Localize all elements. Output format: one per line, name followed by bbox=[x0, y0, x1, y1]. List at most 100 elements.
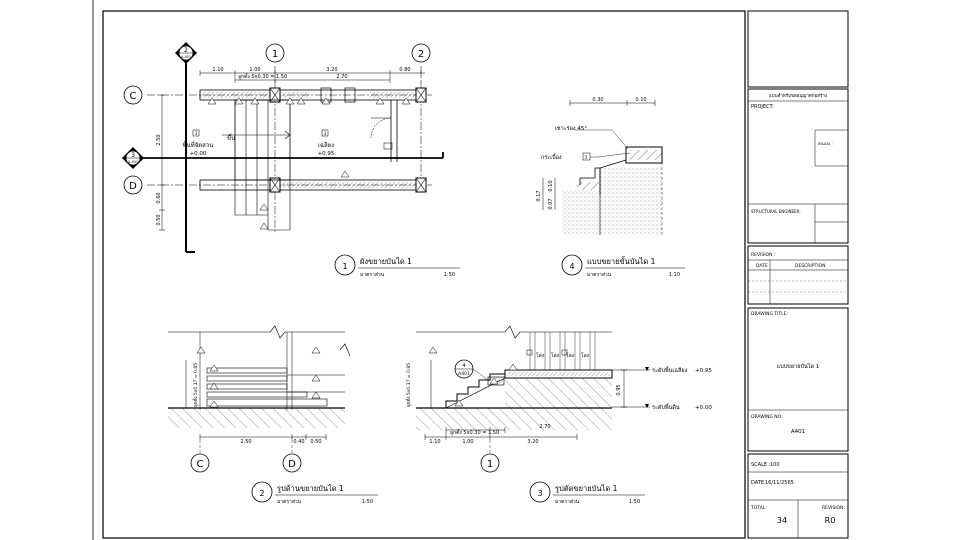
elev-dim-050: 0.50 bbox=[310, 439, 321, 445]
detail-3-number: 3 bbox=[537, 489, 542, 498]
detail-4-scale: 1:10 bbox=[669, 272, 680, 278]
step-note-tile: กระเบื้อง bbox=[541, 153, 562, 161]
sect-dim-095: 0.95 bbox=[616, 384, 622, 395]
plan-level-left: +0.00 bbox=[190, 151, 207, 157]
tb-project-note: ส่งแบบ : bbox=[818, 141, 833, 146]
tb-scale-value: 100 bbox=[770, 462, 780, 468]
grid-bubble-c-elevation bbox=[190, 453, 210, 473]
detail-3-title: รูปตัดขยายบันได 1 bbox=[555, 484, 618, 493]
sect-dim-320: 3.20 bbox=[527, 439, 538, 445]
plan-up-label: ขึ้น bbox=[227, 132, 235, 142]
step-dim-030: 0.30 bbox=[592, 97, 603, 103]
sect-stair-note: ลูกตั้ง 5x0.30 = 1.50 bbox=[450, 427, 499, 436]
tb-scale-label: SCALE : bbox=[751, 462, 771, 468]
sect-dim-270: 2.70 bbox=[539, 424, 550, 430]
stair-plan bbox=[122, 42, 444, 253]
section-mark-3-ref: A-401 bbox=[128, 160, 138, 164]
plan-stair-note: ลูกตั้ง 5x0.30 = 1.50 bbox=[238, 71, 287, 80]
tb-revision-no-label: REVISION: bbox=[822, 505, 845, 511]
stair-elevation bbox=[168, 325, 351, 473]
detail-1-subtitle: มาตราส่วน bbox=[360, 272, 385, 278]
detail-4-title: แบบขยายขั้นบันได 1 bbox=[587, 256, 656, 266]
tb-drawing-no: A401 bbox=[791, 429, 805, 435]
tb-company: แบบสำหรับขออนุญาตก่อสร้าง bbox=[769, 92, 827, 99]
sect-callout-num: 4 bbox=[462, 363, 465, 369]
sect-glass-3: โล่ง bbox=[566, 352, 575, 359]
drawing-frame bbox=[102, 10, 746, 539]
step-tag: 3 bbox=[585, 155, 588, 160]
grid-bubble-1-section bbox=[480, 453, 500, 473]
plan-grid-label-d: D bbox=[129, 181, 137, 192]
plan-tag-left: 3 bbox=[195, 131, 198, 136]
detail-1-scale: 1:50 bbox=[444, 272, 455, 278]
step-note-chamfer: เซาะร่อง 45° bbox=[555, 125, 587, 132]
section-marker-2 bbox=[175, 42, 197, 64]
sect-level-top-value: +0.95 bbox=[695, 368, 712, 374]
grid-bubble-1 bbox=[265, 43, 285, 63]
plan-dim-250: 2.50 bbox=[156, 134, 162, 145]
tb-revision-label: REVISION : bbox=[751, 252, 775, 258]
section-marker-3 bbox=[122, 147, 144, 169]
plan-dim-2: 1.00 bbox=[249, 67, 260, 73]
step-dim-010v: 0.10 bbox=[548, 180, 554, 191]
tb-total-value: 34 bbox=[777, 516, 787, 525]
plan-level-right: +0.95 bbox=[318, 151, 335, 157]
sect-level-bottom-value: +0.00 bbox=[695, 405, 712, 411]
tb-drawing-title: แบบขยายบันได 1 bbox=[777, 363, 820, 370]
tb-date-label: DATE: bbox=[751, 480, 766, 486]
grid-bubble-2 bbox=[411, 43, 431, 63]
sect-glass-4: โล่ง bbox=[581, 352, 590, 359]
step-detail bbox=[542, 100, 663, 235]
plan-dim-4: 0.80 bbox=[399, 67, 410, 73]
grid-bubble-d-elevation bbox=[282, 453, 302, 473]
step-dim-007: 0.07 bbox=[548, 198, 554, 209]
tb-total-label: TOTAL: bbox=[750, 505, 767, 511]
detail-3-subtitle: มาตราส่วน bbox=[555, 499, 580, 505]
sect-callout-ref: A401 bbox=[458, 371, 470, 377]
tb-rev-col-desc: DESCRIPTION bbox=[795, 263, 825, 269]
elev-dim-040: 0.40 bbox=[293, 439, 304, 445]
section-mark-2-num: 2 bbox=[184, 47, 188, 54]
detail-3-scale: 1:50 bbox=[629, 499, 640, 505]
plan-room-left: พื้นที่จัดสวน bbox=[183, 139, 214, 149]
elev-grid-d: D bbox=[288, 459, 296, 470]
tb-revision-no-value: R0 bbox=[825, 516, 836, 525]
tb-date-value: 16/11/2565 bbox=[765, 480, 794, 486]
tb-project-label: PROJECT: bbox=[751, 104, 774, 110]
section-mark-3-num: 3 bbox=[131, 152, 135, 159]
sect-riser-note: ลูกตั้ง 5x0.17 = 0.85 bbox=[405, 363, 412, 407]
plan-dim-060: 0.60 bbox=[156, 192, 162, 203]
title-block bbox=[747, 10, 849, 539]
detail-2-scale: 1:50 bbox=[362, 499, 373, 505]
elev-grid-c: C bbox=[197, 459, 204, 470]
tb-structural-label: STRUCTURAL ENGINEER: bbox=[751, 209, 801, 214]
sect-level-top: ระดับพื้นเฉลียง bbox=[652, 366, 688, 374]
plan-grid-label-1: 1 bbox=[272, 49, 278, 60]
plan-grid-label-2: 2 bbox=[418, 49, 424, 60]
detail-2-title: รูปด้านขยายบันได 1 bbox=[277, 484, 344, 493]
grid-bubble-d bbox=[123, 175, 143, 195]
plan-tag-right: 3 bbox=[324, 131, 327, 136]
section-mark-2-ref: A-401 bbox=[181, 55, 191, 59]
sect-level-bottom: ระดับพื้นดิน bbox=[652, 403, 680, 411]
plan-dim-270: 2.70 bbox=[336, 74, 347, 80]
step-dim-010: 0.10 bbox=[635, 97, 646, 103]
detail-4-subtitle: มาตราส่วน bbox=[587, 272, 612, 278]
sect-glass-2: โล่ง bbox=[551, 352, 560, 359]
sect-grid-1: 1 bbox=[487, 459, 493, 470]
plan-dim-1: 1.10 bbox=[212, 67, 223, 73]
tb-drawing-no-label: DRAWING NO: bbox=[751, 414, 783, 420]
detail-2-number: 2 bbox=[259, 489, 264, 498]
sect-glass-1: โล่ง bbox=[536, 352, 545, 359]
sect-dim-100: 1.00 bbox=[462, 439, 473, 445]
detail-4-number: 4 bbox=[569, 262, 574, 271]
elev-riser-note: ลูกตั้ง 5x0.17 = 0.85 bbox=[192, 363, 199, 407]
plan-grid-label-c: C bbox=[130, 91, 137, 102]
detail-1-number: 1 bbox=[342, 262, 347, 271]
sect-dim-110: 1.10 bbox=[429, 439, 440, 445]
plan-dim-050: 0.50 bbox=[156, 214, 162, 225]
plan-room-right: เฉลียง bbox=[318, 141, 334, 149]
tb-drawing-title-label: DRAWING TITLE: bbox=[751, 311, 788, 317]
detail-2-subtitle: มาตราส่วน bbox=[277, 499, 302, 505]
plan-dim-3: 3.20 bbox=[326, 67, 337, 73]
